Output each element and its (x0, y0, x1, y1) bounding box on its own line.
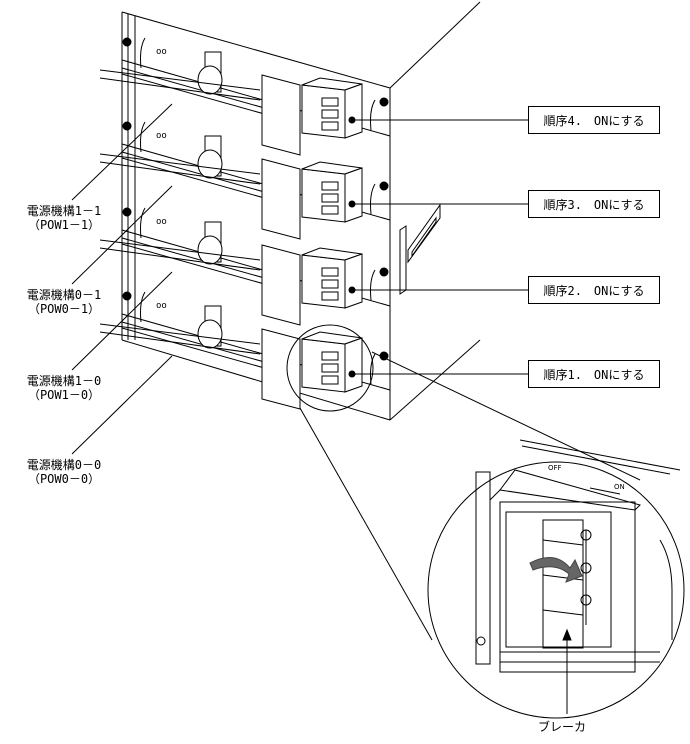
side-bracket (399, 203, 441, 295)
unit-name: 電源機構1－0 (26, 374, 102, 388)
cable (99, 153, 261, 175)
breaker-side (344, 253, 363, 309)
breaker-switch (321, 279, 339, 289)
magnify-callout (286, 324, 685, 719)
vent-holes: oo (156, 217, 167, 227)
unit-label-pow0-1: 電源機構0－1 （POW0－1） (4, 288, 124, 316)
unit-code: （POW0－0） (27, 472, 101, 486)
handle-slot (370, 269, 376, 301)
unit-label-pow1-0: 電源機構1－0 （POW1－0） (4, 374, 124, 402)
screw-icon (379, 267, 389, 277)
mount-plate (261, 328, 301, 410)
power-unit-rows: oo oo oo oo (99, 37, 391, 410)
unit-label-pow1-1: 電源機構1－1 （POW1－1） (4, 204, 124, 232)
cable-clamp-ring (197, 149, 223, 179)
cable (99, 161, 261, 185)
mount-plate (261, 158, 301, 240)
vent-holes: oo (156, 47, 167, 57)
screw-icon (122, 291, 132, 301)
breaker-side (344, 167, 363, 223)
breaker-switch (321, 97, 339, 107)
unit-code: （POW1－1） (27, 218, 101, 232)
unit-name: 電源機構0－1 (26, 288, 102, 302)
on-label: ON (614, 483, 625, 491)
handle-slot (140, 121, 146, 153)
screw-icon (122, 121, 132, 131)
unit-name: 電源機構1－1 (26, 204, 102, 218)
cable-clamp-ring (197, 319, 223, 349)
mount-plate (261, 244, 301, 326)
breaker-side (344, 337, 363, 393)
unit-label-pow0-0: 電源機構0－0 （POW0－0） (4, 458, 124, 486)
breaker-label: ブレーカ (538, 720, 587, 734)
breaker-switch (321, 193, 339, 203)
unit-code: （POW0－1） (27, 302, 101, 316)
step-2-box: 順序2. ONにする (528, 276, 660, 304)
breaker-switch (321, 375, 339, 385)
handle-slot (140, 207, 146, 239)
breaker-switch (321, 291, 339, 301)
cable (99, 247, 261, 271)
breaker-side (344, 83, 363, 139)
breaker-switch (321, 267, 339, 277)
breaker-switch (321, 121, 339, 131)
screw-icon (379, 181, 389, 191)
breaker-switch (321, 205, 339, 215)
handle-slot (370, 99, 376, 131)
handle-slot (140, 291, 146, 323)
breaker-switch (321, 109, 339, 119)
cable (99, 239, 261, 261)
handle-slot (370, 183, 376, 215)
screw-icon (122, 37, 132, 47)
unit-name: 電源機構0－0 (26, 458, 102, 472)
chassis-frame (121, 1, 481, 421)
step-1-box: 順序1. ONにする (528, 360, 660, 388)
off-label: OFF (548, 464, 562, 472)
step-4-box: 順序4. ONにする (528, 106, 660, 134)
cable-clamp-ring (197, 235, 223, 265)
cable (99, 323, 261, 345)
handle-slot (140, 37, 146, 69)
mount-plate (261, 74, 301, 156)
step-3-box: 順序3. ONにする (528, 190, 660, 218)
unit-code: （POW1－0） (27, 388, 101, 402)
screw-icon (379, 97, 389, 107)
vent-holes: oo (156, 301, 167, 311)
turn-on-arrow (529, 557, 583, 583)
screw-icon (122, 207, 132, 217)
cable-clamp-ring (197, 65, 223, 95)
vent-holes: oo (156, 131, 167, 141)
breaker-detail (475, 439, 681, 714)
cable (99, 69, 261, 91)
breaker-switch (321, 363, 339, 373)
breaker-switch (321, 181, 339, 191)
leader-lines (71, 103, 528, 455)
cable (99, 77, 261, 101)
breaker-switch (321, 351, 339, 361)
cable (99, 331, 261, 355)
